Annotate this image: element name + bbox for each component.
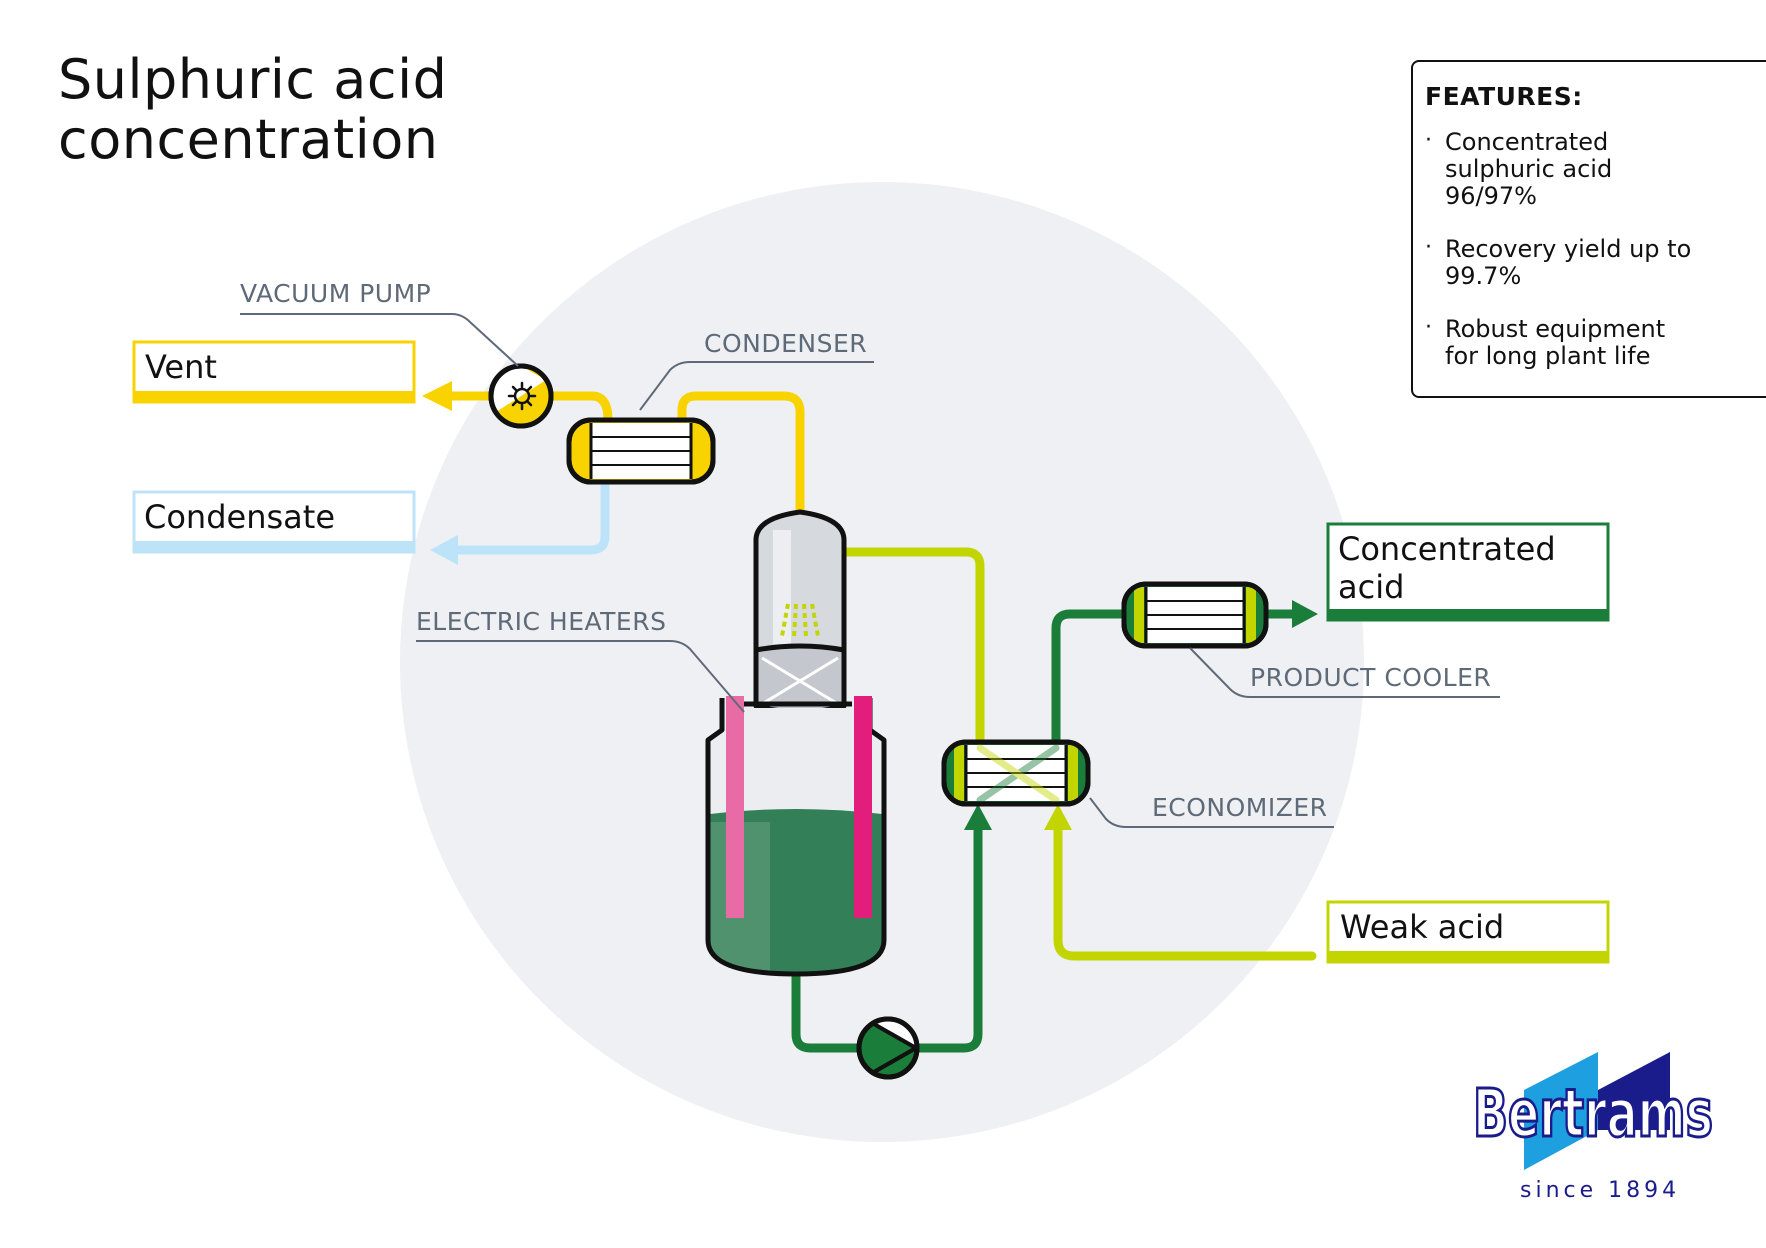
condenser-label: CONDENSER bbox=[704, 329, 867, 358]
bertrams-logo: Bertrams bbox=[1472, 1052, 1715, 1170]
features-heading: FEATURES: bbox=[1425, 82, 1583, 111]
feature-item: Concentrated sulphuric acid 96/97% bbox=[1425, 127, 1705, 210]
concentrated-acid-arrow-up bbox=[964, 804, 992, 830]
vacuum-pump-label: VACUUM PUMP bbox=[240, 279, 431, 308]
title-line-2: concentration bbox=[58, 108, 439, 171]
logo-cyan-shape bbox=[1524, 1052, 1598, 1170]
concentrated-acid-label-line2: acid bbox=[1338, 568, 1404, 606]
feature-item: Recovery yield up to 99.7% bbox=[1425, 234, 1705, 290]
features-list: Concentrated sulphuric acid 96/97% Recov… bbox=[1425, 127, 1766, 370]
economizer-label: ECONOMIZER bbox=[1152, 793, 1328, 822]
vent-arrow bbox=[422, 381, 452, 411]
electric-heater-right bbox=[854, 696, 872, 918]
feature-item: Robust equipment for long plant life bbox=[1425, 314, 1705, 370]
vacuum-pump-icon bbox=[488, 363, 554, 429]
leader-lines bbox=[240, 313, 1500, 828]
logo-blue-shape bbox=[1598, 1052, 1670, 1130]
economizer bbox=[941, 739, 1091, 807]
condenser bbox=[566, 417, 716, 485]
packing-bed bbox=[761, 656, 839, 706]
title-line-1: Sulphuric acid bbox=[58, 48, 448, 111]
weak-acid-box: Weak acid bbox=[1326, 900, 1610, 964]
concentrated-acid-label-line1: Concentrated bbox=[1338, 530, 1556, 568]
condensate-pipe bbox=[443, 477, 610, 555]
concentrated-acid-pipe bbox=[791, 609, 1301, 1053]
logo-tagline: since 1894 bbox=[1520, 1178, 1681, 1203]
condensate-arrow bbox=[430, 535, 458, 565]
product-cooler bbox=[1121, 581, 1269, 649]
product-cooler-label: PRODUCT COOLER bbox=[1250, 663, 1491, 692]
vent-pipe bbox=[435, 391, 805, 520]
features-panel: FEATURES: Concentrated sulphuric acid 96… bbox=[1411, 60, 1766, 398]
evaporator-vessel bbox=[705, 696, 887, 977]
weak-acid-arrow-up bbox=[1044, 804, 1072, 830]
electric-heaters-label: ELECTRIC HEATERS bbox=[416, 607, 666, 636]
concentrated-acid-arrow-right bbox=[1292, 600, 1318, 628]
circulation-pump-icon bbox=[856, 1016, 920, 1080]
logo-wordmark: Bertrams bbox=[1473, 1075, 1713, 1152]
condensate-label: Condensate bbox=[144, 498, 335, 536]
condensate-box: Condensate bbox=[132, 490, 416, 554]
electric-heater-left bbox=[726, 696, 744, 918]
spray-nozzles bbox=[780, 603, 820, 637]
evaporator-column bbox=[753, 509, 847, 715]
concentrated-acid-box: Concentrated acid bbox=[1326, 522, 1610, 622]
weak-acid-label: Weak acid bbox=[1340, 908, 1504, 946]
vent-box: Vent bbox=[132, 340, 416, 404]
background-circle bbox=[400, 182, 1364, 1142]
page-title: Sulphuric acid concentration bbox=[58, 50, 447, 170]
vent-label: Vent bbox=[145, 348, 217, 386]
